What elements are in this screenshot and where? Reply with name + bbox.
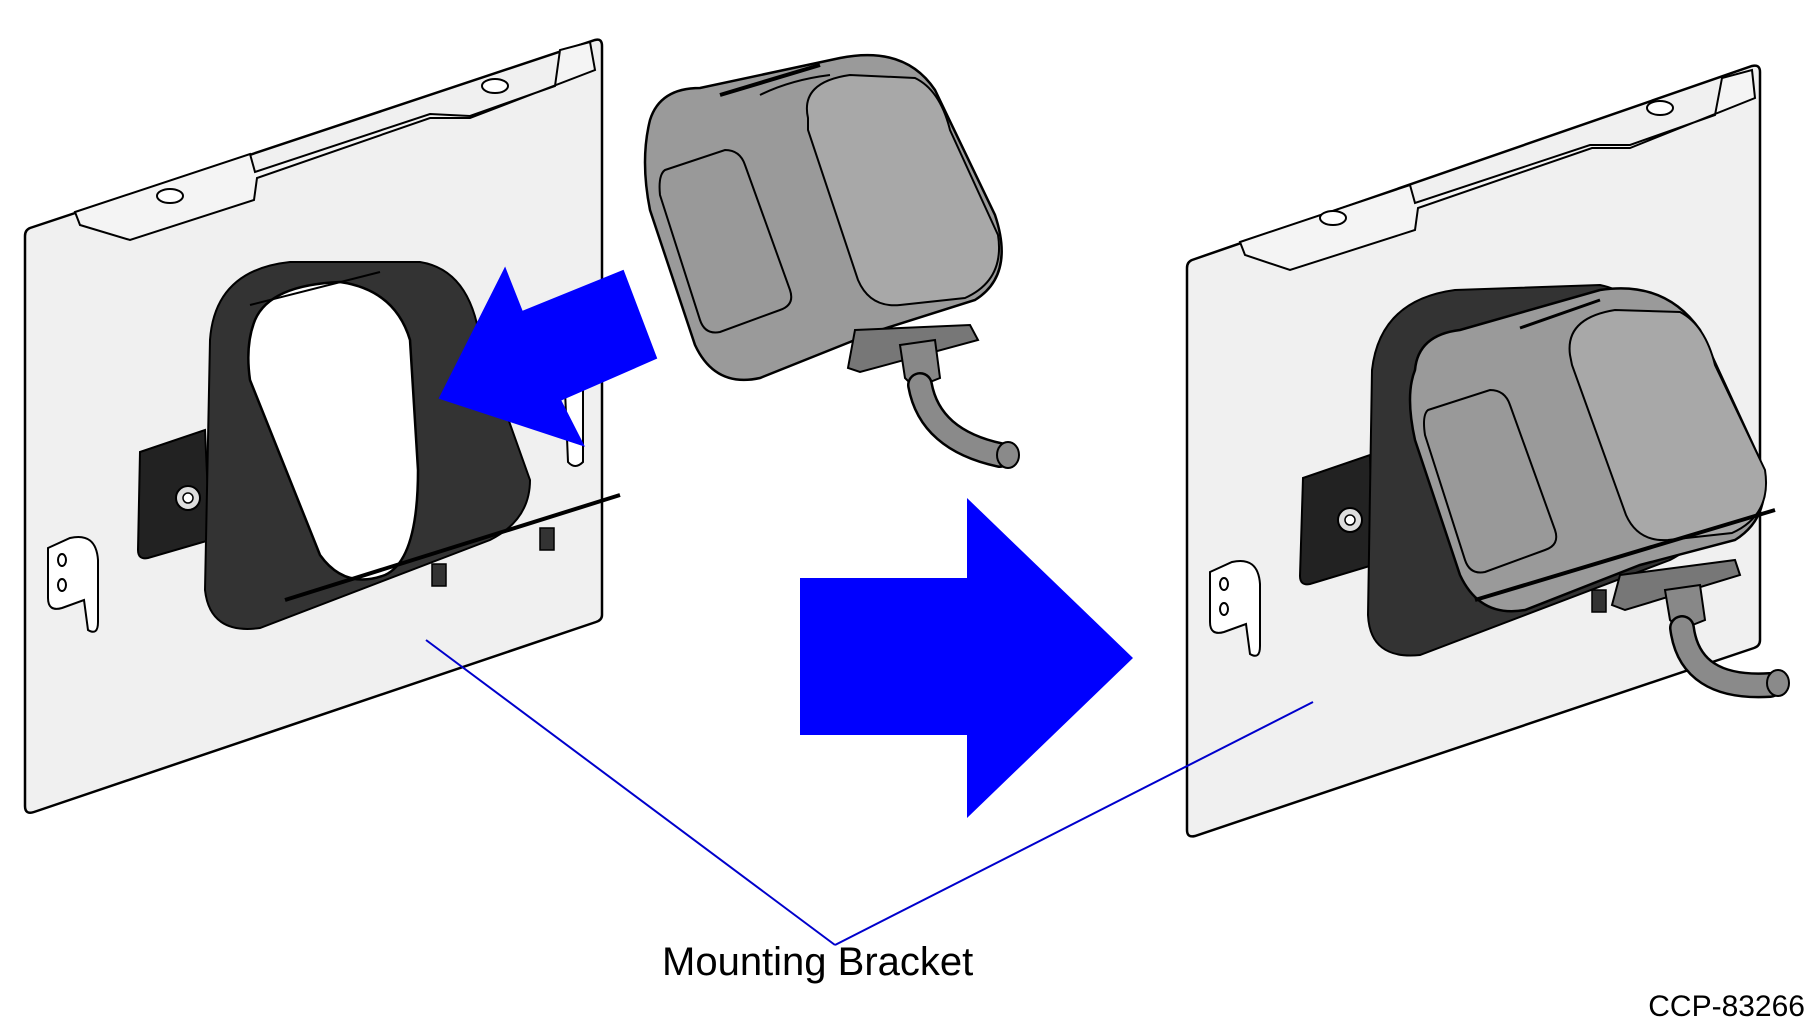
figure-part-number: CCP-83266 bbox=[1648, 990, 1805, 1023]
left-bracket-holder bbox=[136, 261, 621, 630]
blue-arrow-right-icon bbox=[800, 498, 1133, 818]
mounting-bracket-label: Mounting Bracket bbox=[662, 940, 974, 984]
blue-arrow-left-icon bbox=[438, 266, 658, 447]
callout-leader-lines bbox=[425, 639, 1314, 946]
device-module bbox=[643, 53, 1020, 469]
device-module-installed bbox=[1408, 287, 1790, 699]
